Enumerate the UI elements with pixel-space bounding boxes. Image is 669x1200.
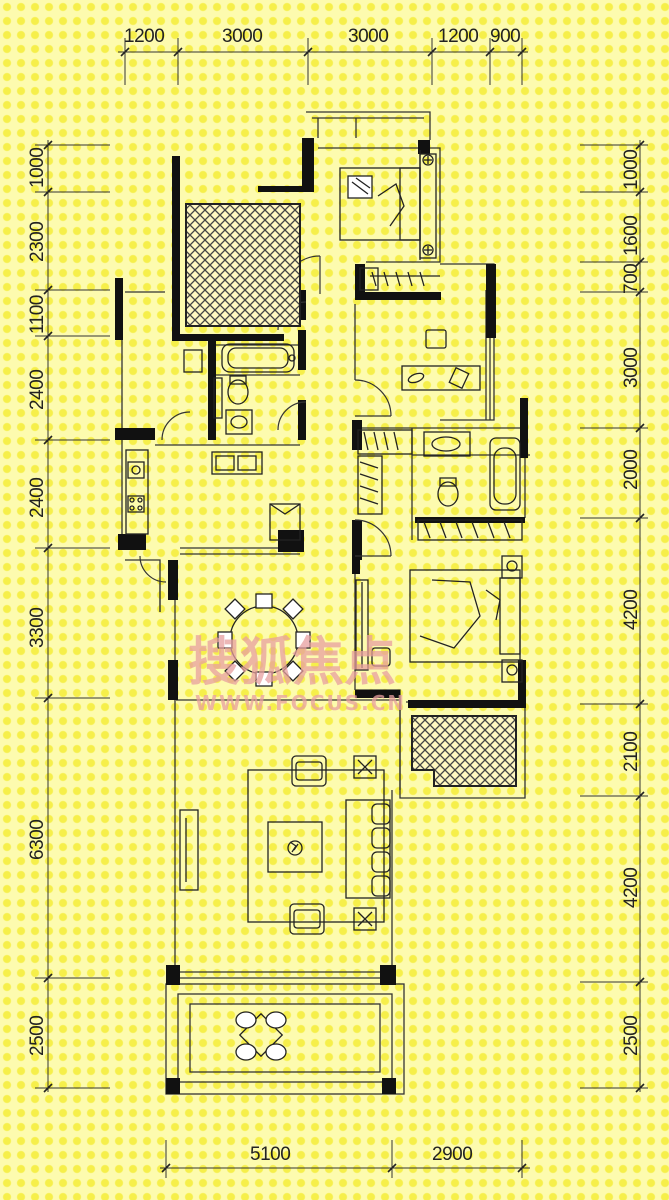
dim-right-5: 2000 (621, 450, 642, 490)
dim-right-6: 4200 (621, 590, 642, 630)
watermark-url: WWW.FOCUS.CN (195, 691, 406, 715)
dim-top-4: 1200 (438, 26, 478, 47)
living-room-furniture (179, 755, 391, 935)
thin-walls (121, 111, 530, 1095)
thick-walls (115, 138, 528, 1094)
dim-top-3: 3000 (348, 26, 388, 47)
dimension-labels-top: 1200 3000 3000 1200 900 (124, 26, 521, 47)
study-furniture (401, 329, 481, 391)
balcony-table (235, 1011, 287, 1061)
dim-left-3: 1100 (27, 295, 48, 334)
watermark: 搜狐焦点 WWW.FOCUS.CN (188, 633, 406, 715)
hatched-panels (185, 203, 517, 787)
dim-right-1: 1000 (621, 150, 642, 190)
dim-right-9: 2500 (621, 1016, 642, 1056)
dimension-labels-right: 1000 1600 700 3000 2000 4200 2100 4200 2… (621, 150, 642, 1056)
dim-right-4: 3000 (621, 348, 642, 388)
dim-bottom-1: 5100 (250, 1144, 290, 1165)
dim-right-8: 4200 (621, 868, 642, 908)
dim-right-3: 700 (621, 264, 642, 294)
dim-left-8: 2500 (27, 1016, 48, 1056)
bedroom-2-furniture (355, 555, 523, 683)
dim-right-2: 1600 (621, 216, 642, 256)
dim-bottom-2: 2900 (432, 1144, 472, 1165)
kitchen-fixtures (125, 449, 301, 541)
dim-top-5: 900 (490, 26, 520, 47)
dim-left-4: 2400 (27, 370, 48, 410)
bathroom-1-fixtures (183, 343, 296, 435)
watermark-chinese: 搜狐焦点 (188, 633, 396, 693)
dimension-lines (35, 38, 648, 1178)
dimension-labels-bottom: 5100 2900 (250, 1144, 473, 1165)
master-bedroom-furniture (339, 150, 440, 291)
dim-right-7: 2100 (621, 732, 642, 772)
dim-left-1: 1000 (27, 148, 48, 188)
bathroom-2-fixtures (357, 429, 523, 541)
dim-left-5: 2400 (27, 478, 48, 518)
dim-top-1: 1200 (124, 26, 164, 47)
dim-top-2: 3000 (222, 26, 262, 47)
dim-left-6: 3300 (27, 608, 48, 648)
dining-table (217, 593, 311, 687)
dimension-labels-left: 1000 2300 1100 2400 2400 3300 6300 2500 (27, 148, 48, 1056)
dim-left-2: 2300 (27, 222, 48, 262)
dim-left-7: 6300 (27, 820, 48, 860)
